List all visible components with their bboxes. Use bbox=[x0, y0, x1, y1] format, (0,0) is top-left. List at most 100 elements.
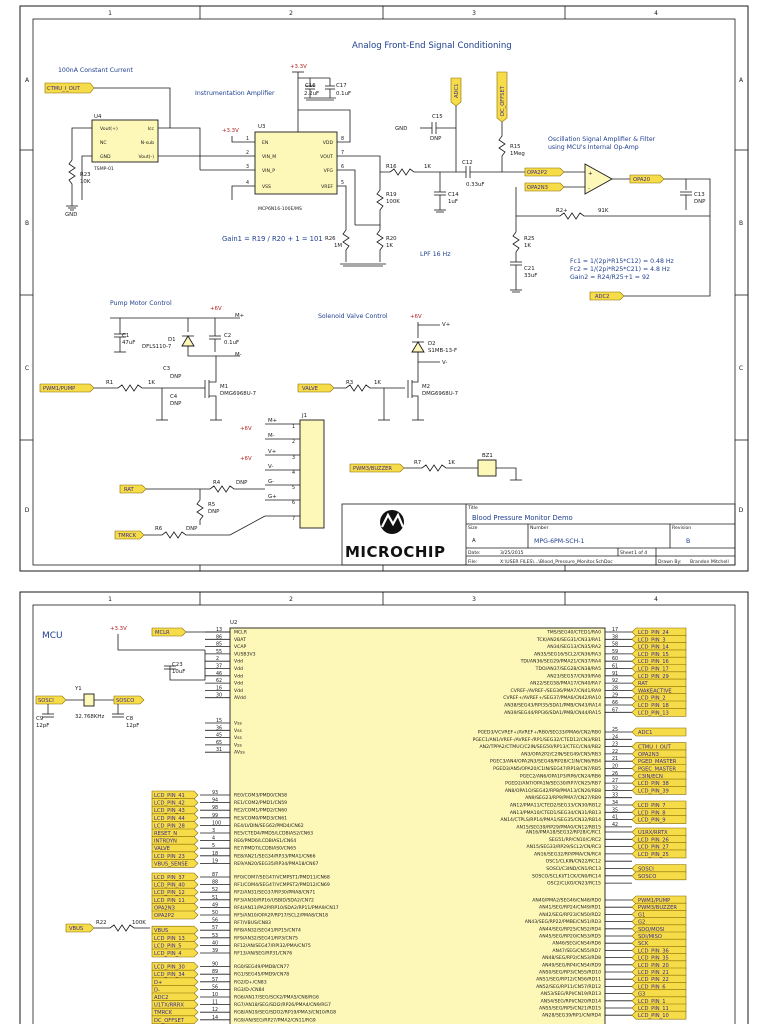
u2-port-d-pin-name: AN53/SEG/RPI/CN19/RD13 bbox=[541, 991, 601, 997]
m2-value: DMG6968U-7 bbox=[422, 391, 458, 397]
u2-port-c-flag bbox=[631, 827, 687, 837]
u2-port-b-flag bbox=[631, 771, 687, 781]
u2-port-b-flag-label: ADC1 bbox=[638, 730, 652, 736]
u2-port-a-flag bbox=[631, 700, 687, 710]
c14-value: 1uF bbox=[448, 199, 458, 205]
gain1-note: Gain1 = R19 / R20 + 1 = 101 bbox=[222, 235, 323, 243]
u2-left-io-flag-label: OPA2N3 bbox=[154, 905, 175, 911]
c15-value: DNP bbox=[430, 136, 442, 142]
r3-ref: R3 bbox=[346, 380, 353, 386]
supply-3v3-b: +3.3V bbox=[222, 128, 239, 134]
c1-ref: C1 bbox=[122, 333, 129, 339]
tb-sheet: 1 of 4 bbox=[634, 550, 647, 556]
c8-value: 12pF bbox=[126, 723, 139, 729]
u2-left-io-flag bbox=[151, 962, 199, 971]
u2-port-d-flag-label: LCD_PIN_6 bbox=[638, 984, 666, 990]
row-label-d: D bbox=[25, 507, 30, 514]
col-label-2: 2 bbox=[289, 10, 293, 17]
gnd-symbol bbox=[66, 200, 78, 211]
u2-left-io-flag bbox=[151, 985, 199, 994]
u2-left-io-pin-name: RE6/PMD6/LCDBIAS1/CN64 bbox=[234, 838, 296, 844]
adc2-flag-label: ADC2 bbox=[595, 294, 609, 300]
u2-port-c-flag bbox=[631, 864, 687, 873]
u2-port-b-pin-num: 27 bbox=[612, 778, 618, 784]
c23-value: 10uF bbox=[172, 669, 185, 675]
col-label-1: 1 bbox=[108, 10, 112, 17]
u2-left-io-pin-num: 50 bbox=[212, 910, 218, 916]
c2-ref: C2 bbox=[224, 333, 231, 339]
u3-pin-num-1: 1 bbox=[246, 136, 249, 142]
u2-port-d-flag-label: G1 bbox=[638, 912, 645, 918]
y1-value: 32.768KHz bbox=[75, 714, 104, 720]
u2-port-b-pin-num: 20 bbox=[612, 764, 618, 770]
u2-port-b-pin-name: AN3/OPA2P2/C2IN/SEG49/CN5/RB3 bbox=[521, 751, 601, 757]
u2-left-io-flag-label: LCD_PIN_30 bbox=[154, 965, 185, 971]
u2-port-d-flag bbox=[631, 960, 687, 970]
supply-3v3-a: +3.3V bbox=[290, 64, 307, 70]
u2-left-io-flag-label: VBUS bbox=[154, 928, 168, 934]
sheet-2: 1 2 3 4 MCU U2 +3.3V MCLR C23 10uF SOSCI… bbox=[19, 591, 749, 1024]
u2-port-d-pin-name: AN50/SEG/RP3/CN55/RD10 bbox=[539, 970, 601, 976]
u2-left-io-pin-name: RF3/AN30/RP16/USBID/SDA2/CN72 bbox=[234, 897, 314, 903]
c17-ref: C17 bbox=[336, 83, 347, 89]
u2-port-a-pin-num: 61 bbox=[612, 664, 618, 670]
u2-port-d-flag-label: LCD_PIN_22 bbox=[638, 977, 669, 983]
u2-port-a-pin-num: 91 bbox=[612, 671, 618, 677]
row-label-b-right: B bbox=[739, 220, 743, 227]
u2-port-d-pin-name: AN52/SEG/RP11/CN57/RD12 bbox=[536, 984, 601, 990]
u2-left-io-pin-name: RE5/CTED4/PMD5/LCDBIAS2/CN63 bbox=[234, 831, 313, 837]
afe-section-title: Analog Front-End Signal Conditioning bbox=[352, 41, 512, 51]
u2-left-io-pin-num: 11 bbox=[212, 1000, 218, 1006]
u2-port-c-pin-name: OSC2/CLKO/CN23/RC15 bbox=[547, 881, 601, 887]
u2-left-io-flag-label: LCD_PIN_12 bbox=[154, 890, 185, 896]
u2-left-pin-num: 15 bbox=[216, 718, 222, 724]
u2-port-b-pin-num: 21 bbox=[612, 756, 618, 762]
u2-left-io-pin-num: 4 bbox=[212, 836, 215, 842]
u2-port-b-pin-num: 32 bbox=[612, 785, 618, 791]
u2-left-io-flag bbox=[151, 933, 199, 943]
sheet-1: 1 2 3 4 A B C D A B C D Analog Front-End… bbox=[19, 5, 749, 572]
r16-value: 1K bbox=[424, 164, 431, 170]
u2-left-pin-name: Vss bbox=[234, 721, 243, 727]
u2-port-d-flag bbox=[631, 967, 687, 977]
u2-port-c-pin-name: SOSCO/SCLKI/T1CK/CN0/RC14 bbox=[532, 873, 601, 879]
u2-port-a-pin-name: AN22/SEG58/PMA17/CN40/RA7 bbox=[530, 681, 601, 687]
dc-offset-flag bbox=[496, 71, 508, 123]
tb-date-label: Date: bbox=[468, 550, 481, 556]
j1-connector bbox=[299, 419, 325, 529]
c16-value: 2.2uF bbox=[304, 91, 319, 97]
u2-left-io-pin-num: 99 bbox=[212, 813, 218, 819]
microchip-logo-icon bbox=[380, 510, 405, 534]
u2-left-io-flag-label: VBUS_SENSE bbox=[154, 861, 188, 867]
u2-port-d-pin-name: AN46/SEG/CN54/RD6 bbox=[552, 941, 601, 947]
u3-pin-num-4: 4 bbox=[246, 180, 249, 186]
u2-port-c-pin-name: SOSCI/C3IND/CN1/RC13 bbox=[546, 866, 601, 872]
u2-left-io-flag-label: INTRDYN bbox=[154, 839, 177, 845]
u2-port-b-pin-name: AN9/SEG23/RP9/PMA7/CN27/RB9 bbox=[525, 795, 601, 801]
u2-port-b-pin-num: 42 bbox=[612, 822, 618, 828]
vbus-flag-label: VBUS bbox=[69, 926, 83, 932]
r19-value: 100K bbox=[386, 199, 400, 205]
u2-port-d-flag-label: LCD_PIN_35 bbox=[638, 956, 669, 962]
u2-left-io-pin-num: 39 bbox=[212, 948, 218, 954]
u2-port-d-flag-label: PWM1/PUMP bbox=[638, 898, 670, 904]
u2-left-io-pin-num: 3 bbox=[212, 828, 215, 834]
c1-value: 47uF bbox=[122, 340, 135, 346]
u4-pin-vout-plus: Vout(+) bbox=[100, 126, 118, 132]
u2-left-io-flag bbox=[151, 948, 199, 958]
u2-left-io-pin-num: 94 bbox=[212, 798, 218, 804]
u2-port-b-pin-num: 34 bbox=[612, 800, 618, 806]
u2-left-io-pin-name: RF13/AN/SEG/RP31/CN76 bbox=[234, 951, 292, 957]
u2-left-io-pin-num: 12 bbox=[212, 1007, 218, 1013]
u2-port-a-pin-num: 60 bbox=[612, 656, 618, 662]
tb-title: Blood Pressure Monitor Demo bbox=[472, 514, 573, 522]
supply-3v3-mcu: +3.3V bbox=[110, 626, 127, 632]
u2-port-a-flag bbox=[631, 686, 687, 695]
u2-port-c-pin-name: AN16/PMA18/SEG32/RP28/C/RC1 bbox=[526, 830, 601, 836]
u2-port-d-pin-name: AN51/SEG/RP12/CN56/RD11 bbox=[536, 977, 601, 983]
u2-left-pin-name: Vss bbox=[234, 742, 243, 748]
net-v-plus: V+ bbox=[442, 322, 450, 328]
u2-left-io-pin-name: RG0/SEG49/PMD8/CN77 bbox=[234, 964, 289, 970]
c12-value: 0.33uF bbox=[466, 182, 485, 188]
